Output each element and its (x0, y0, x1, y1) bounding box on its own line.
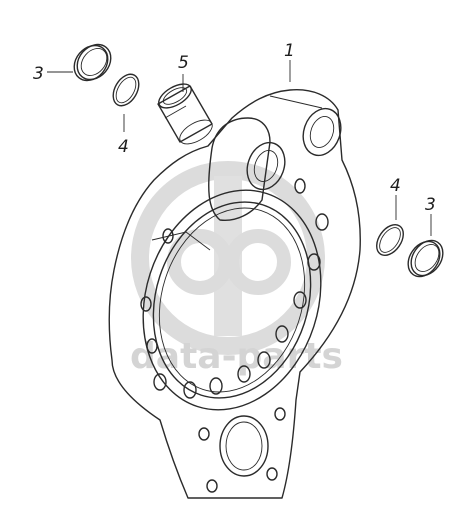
watermark-ring-shape (131, 161, 325, 355)
seal-ring-left (73, 43, 112, 82)
bolt-holes (140, 178, 329, 399)
watermark-inner-right-shape (225, 229, 291, 295)
watermark: data-parts (130, 161, 343, 377)
callout-bushing: 5 (178, 53, 189, 73)
seal-ring-right (407, 239, 444, 278)
callouts: 3 4 5 1 4 3 (33, 41, 436, 215)
callout-housing: 1 (284, 41, 295, 61)
o-ring-left (112, 73, 140, 107)
callout-o-ring-right: 4 (390, 176, 401, 196)
callout-seal-ring-right: 3 (425, 195, 436, 215)
housing-cover (108, 89, 361, 499)
mounting-tab (198, 407, 286, 493)
o-ring-right (376, 224, 404, 256)
callout-seal-ring-left: 3 (33, 64, 44, 84)
upper-boss (151, 95, 342, 251)
callout-o-ring-left: 4 (118, 137, 129, 157)
bushing (157, 83, 213, 145)
leader-lines (47, 60, 432, 236)
